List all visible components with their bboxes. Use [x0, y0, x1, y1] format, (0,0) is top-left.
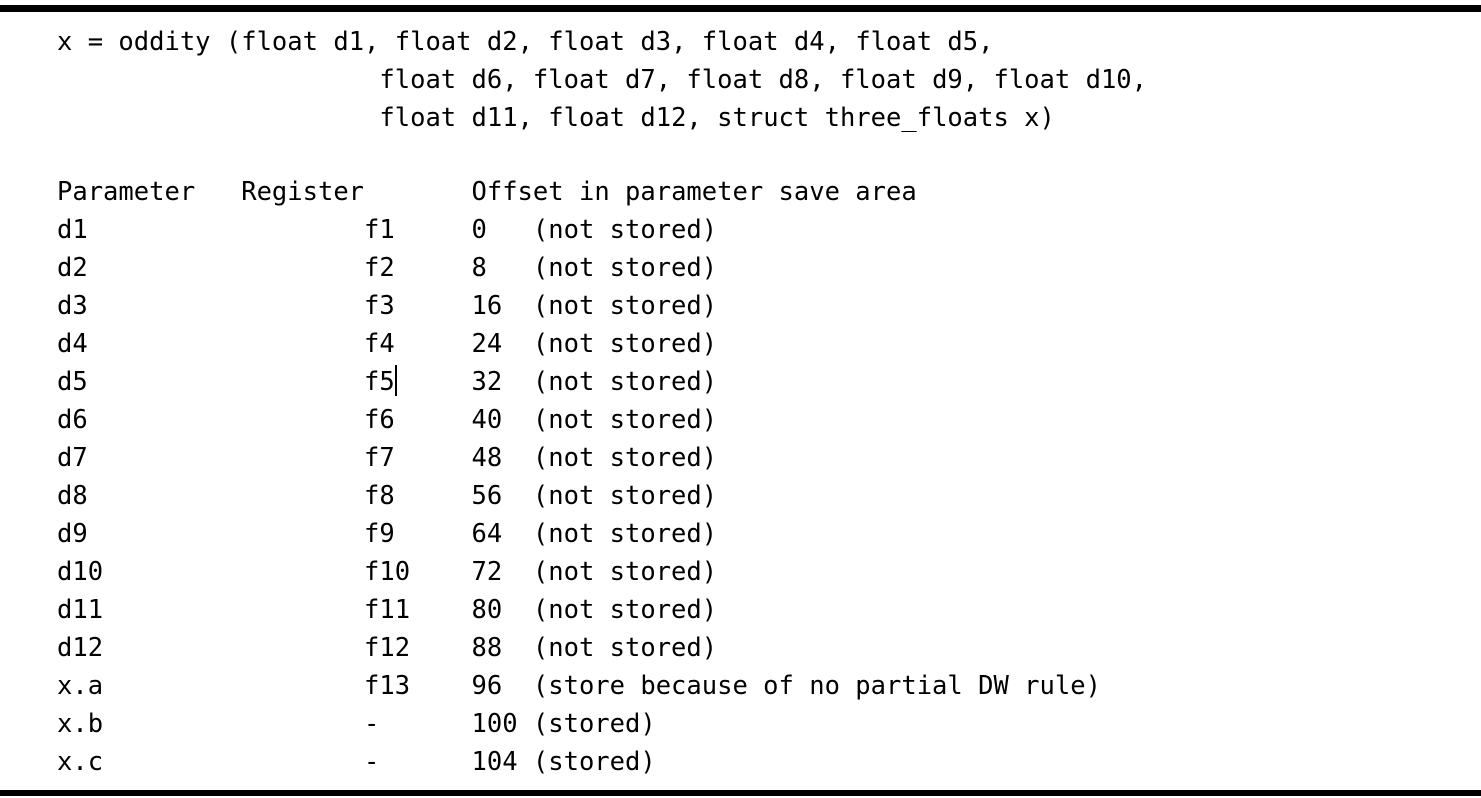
- parameter-cell: d8: [57, 481, 88, 511]
- table-row: d9 f9 64 (not stored): [57, 515, 1481, 553]
- table-row: d3 f3 16 (not stored): [57, 287, 1481, 325]
- register-cell: f10: [364, 557, 411, 587]
- table-row: x.c - 104 (stored): [57, 743, 1481, 781]
- table-row: d5 f5 32 (not stored): [57, 363, 1481, 401]
- note-cell: (not stored): [532, 481, 718, 511]
- offset-cell: 8: [471, 253, 487, 283]
- register-cell: f6: [364, 405, 395, 435]
- parameter-cell: d7: [57, 443, 88, 473]
- offset-cell: 104: [471, 747, 518, 777]
- note-cell: (not stored): [532, 367, 718, 397]
- note-cell: (not stored): [532, 291, 718, 321]
- register-cell: f13: [364, 671, 411, 701]
- offset-cell: 96: [471, 671, 503, 701]
- table-row: d10 f10 72 (not stored): [57, 553, 1481, 591]
- parameter-cell: d4: [57, 329, 88, 359]
- table-row: d7 f7 48 (not stored): [57, 439, 1481, 477]
- table-row: d6 f6 40 (not stored): [57, 401, 1481, 439]
- register-cell: f5: [364, 363, 471, 401]
- signature-line-2: float d6, float d7, float d8, float d9, …: [379, 65, 1148, 95]
- parameter-cell: d2: [57, 253, 88, 283]
- figure-content: x = oddity (float d1, float d2, float d3…: [57, 23, 1481, 781]
- register-cell: f4: [364, 329, 395, 359]
- note-cell: (not stored): [532, 557, 718, 587]
- note-cell: (not stored): [532, 329, 718, 359]
- offset-cell: 56: [471, 481, 503, 511]
- register-cell: f7: [364, 443, 395, 473]
- table-header-row: Parameter Register Offset in parameter s…: [57, 173, 1481, 211]
- note-cell: (not stored): [532, 215, 718, 245]
- parameter-cell: d1: [57, 215, 88, 245]
- table-row: d8 f8 56 (not stored): [57, 477, 1481, 515]
- register-cell: f9: [364, 519, 395, 549]
- register-cell: f12: [364, 633, 411, 663]
- note-cell: (not stored): [532, 595, 718, 625]
- note-cell: (not stored): [532, 405, 718, 435]
- table-row: d12 f12 88 (not stored): [57, 629, 1481, 667]
- header-offset: Offset in parameter save area: [471, 177, 917, 207]
- note-cell: (not stored): [532, 253, 718, 283]
- signature-line-3: float d11, float d12, struct three_float…: [379, 103, 1055, 133]
- parameter-cell: d9: [57, 519, 88, 549]
- offset-cell: 88: [471, 633, 503, 663]
- signature-line-1: x = oddity (float d1, float d2, float d3…: [57, 27, 994, 57]
- text-cursor: [394, 365, 397, 396]
- header-register: Register: [241, 177, 365, 207]
- note-cell: (not stored): [532, 633, 718, 663]
- offset-cell: 40: [471, 405, 503, 435]
- offset-cell: 24: [471, 329, 503, 359]
- register-cell: f2: [364, 253, 395, 283]
- table-row: x.a f13 96 (store because of no partial …: [57, 667, 1481, 705]
- offset-cell: 0: [471, 215, 487, 245]
- parameter-cell: x.b: [57, 709, 104, 739]
- parameter-cell: d12: [57, 633, 104, 663]
- table-row: x.b - 100 (stored): [57, 705, 1481, 743]
- table-row: d2 f2 8 (not stored): [57, 249, 1481, 287]
- parameter-cell: d10: [57, 557, 104, 587]
- header-parameter: Parameter: [57, 177, 196, 207]
- parameter-cell: d3: [57, 291, 88, 321]
- register-cell: -: [364, 747, 380, 777]
- offset-cell: 72: [471, 557, 503, 587]
- function-signature: x = oddity (float d1, float d2, float d3…: [57, 23, 1481, 137]
- parameter-cell: d6: [57, 405, 88, 435]
- table-row: d1 f1 0 (not stored): [57, 211, 1481, 249]
- note-cell: (not stored): [532, 519, 718, 549]
- table-row: d11 f11 80 (not stored): [57, 591, 1481, 629]
- note-cell: (not stored): [532, 443, 718, 473]
- parameter-table: Parameter Register Offset in parameter s…: [57, 173, 1481, 781]
- offset-cell: 80: [471, 595, 503, 625]
- register-cell: f8: [364, 481, 395, 511]
- top-rule: [0, 5, 1481, 12]
- register-value: f5: [364, 367, 395, 397]
- parameter-cell: x.a: [57, 671, 104, 701]
- note-cell: (stored): [532, 709, 656, 739]
- offset-cell: 32: [471, 367, 503, 397]
- offset-cell: 48: [471, 443, 503, 473]
- note-cell: (stored): [532, 747, 656, 777]
- register-cell: f3: [364, 291, 395, 321]
- bottom-rule: [0, 790, 1481, 796]
- parameter-cell: x.c: [57, 747, 104, 777]
- offset-cell: 64: [471, 519, 503, 549]
- register-cell: f1: [364, 215, 395, 245]
- offset-cell: 16: [471, 291, 503, 321]
- table-row: d4 f4 24 (not stored): [57, 325, 1481, 363]
- note-cell: (store because of no partial DW rule): [532, 671, 1101, 701]
- offset-cell: 100: [471, 709, 518, 739]
- register-cell: -: [364, 709, 380, 739]
- parameter-cell: d5: [57, 367, 88, 397]
- parameter-cell: d11: [57, 595, 104, 625]
- register-cell: f11: [364, 595, 411, 625]
